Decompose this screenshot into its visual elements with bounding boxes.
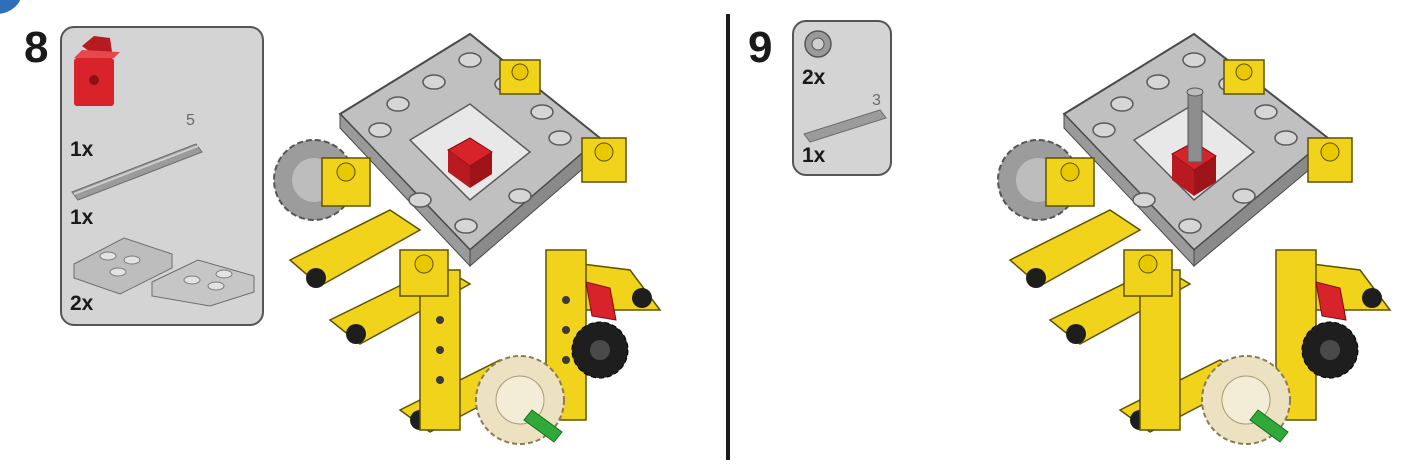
gray-plate-icon <box>73 237 255 307</box>
part-qty: 1x <box>802 144 826 167</box>
part-length: 5 <box>186 112 195 129</box>
step-divider <box>726 14 730 460</box>
gray-bush-icon <box>804 30 832 58</box>
part-qty: 2x <box>802 66 826 89</box>
part-qty: 2x <box>70 292 94 315</box>
model-assembly-step-8-icon <box>273 32 662 445</box>
parts-callout-step-8: 1x 5 1x 2x <box>60 26 264 326</box>
parts-callout-step-9: 2x 3 1x <box>792 20 892 176</box>
gray-axle-icon <box>803 109 887 143</box>
red-connector-icon <box>74 36 120 106</box>
part-length: 3 <box>872 92 881 109</box>
gray-axle-icon <box>71 143 203 201</box>
step-number-8: 8 <box>24 23 49 72</box>
corner-tab-decoration <box>0 0 22 14</box>
model-assembly-step-9-icon <box>997 32 1392 445</box>
part-qty: 1x <box>70 138 94 161</box>
part-qty: 1x <box>70 206 94 229</box>
step-number-9: 9 <box>748 23 773 72</box>
